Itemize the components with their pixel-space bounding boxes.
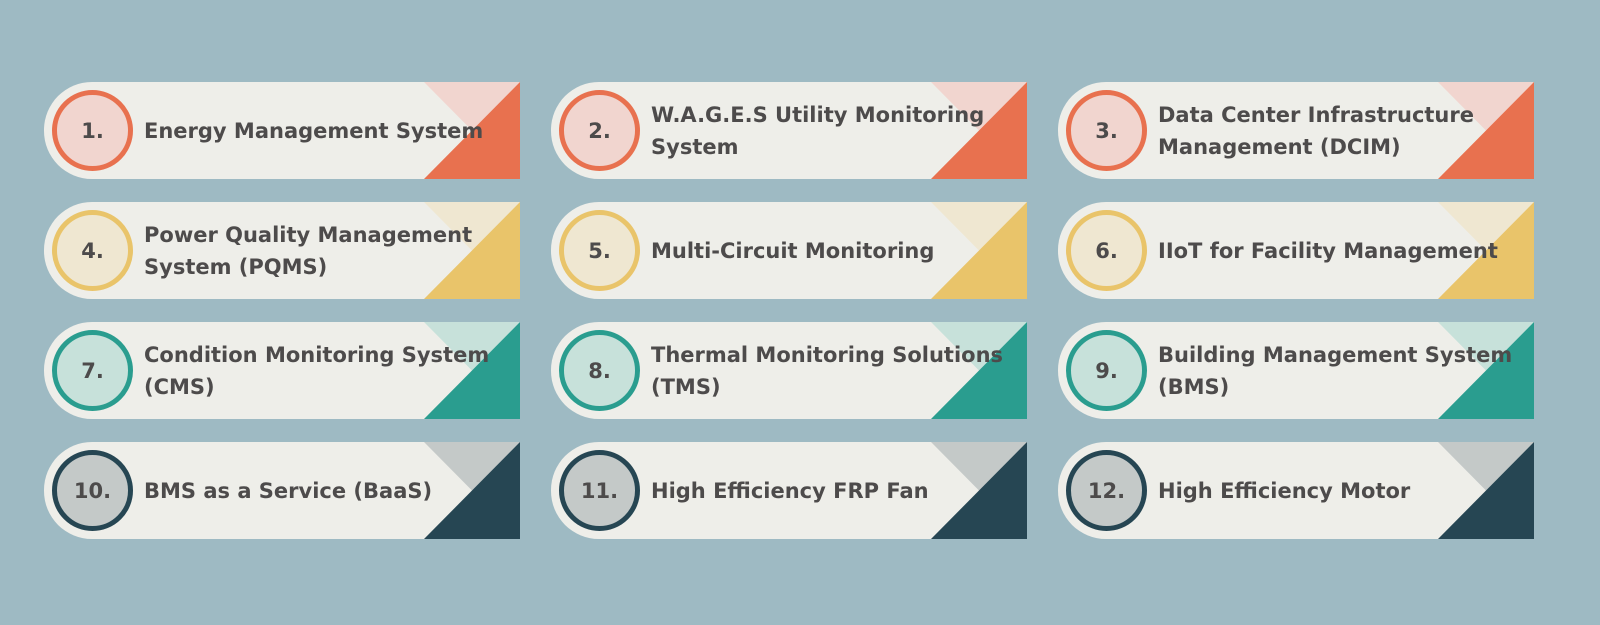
number-badge: 12.: [1066, 450, 1147, 531]
solutions-grid: 1. Energy Management System 2. W.A.G.E.S…: [44, 82, 1558, 539]
solution-card-cms: 7. Condition Monitoring System (CMS): [44, 322, 520, 419]
number-badge: 8.: [559, 330, 640, 411]
solution-card-iiot: 6. IIoT for Facility Management: [1058, 202, 1534, 299]
number-badge: 9.: [1066, 330, 1147, 411]
number-badge: 6.: [1066, 210, 1147, 291]
corner-triangle-decoration: [424, 442, 520, 539]
number-badge: 2.: [559, 90, 640, 171]
number-badge: 10.: [52, 450, 133, 531]
solution-card-baas: 10. BMS as a Service (BaaS): [44, 442, 520, 539]
solution-label: BMS as a Service (BaaS): [144, 478, 433, 503]
corner-triangle-decoration: [424, 82, 520, 179]
solution-card-wages-monitoring: 2. W.A.G.E.S Utility Monitoring System: [551, 82, 1027, 179]
solution-card-pqms: 4. Power Quality Management System (PQMS…: [44, 202, 520, 299]
solution-card-frp-fan: 11. High Efficiency FRP Fan: [551, 442, 1027, 539]
corner-triangle-decoration: [1438, 442, 1534, 539]
corner-triangle-decoration: [931, 322, 1027, 419]
solution-card-energy-management: 1. Energy Management System: [44, 82, 520, 179]
solution-card-motor: 12. High Efficiency Motor: [1058, 442, 1534, 539]
number-badge: 3.: [1066, 90, 1147, 171]
corner-triangle-decoration: [1438, 82, 1534, 179]
solution-label: Building Management System (BMS): [1158, 342, 1513, 399]
number-badge: 5.: [559, 210, 640, 291]
solution-label: Condition Monitoring System (CMS): [144, 342, 490, 399]
number-badge: 7.: [52, 330, 133, 411]
solution-label: Thermal Monitoring Solutions (TMS): [651, 342, 1004, 399]
solution-label: Energy Management System: [144, 118, 484, 143]
number-badge: 1.: [52, 90, 133, 171]
solution-label: Power Quality Management System (PQMS): [144, 222, 473, 279]
corner-triangle-decoration: [1438, 322, 1534, 419]
corner-triangle-decoration: [424, 322, 520, 419]
corner-triangle-decoration: [931, 202, 1027, 299]
solution-card-tms: 8. Thermal Monitoring Solutions (TMS): [551, 322, 1027, 419]
corner-triangle-decoration: [424, 202, 520, 299]
solution-label: W.A.G.E.S Utility Monitoring System: [651, 102, 985, 159]
solution-card-bms: 9. Building Management System (BMS): [1058, 322, 1534, 419]
solution-card-dcim: 3. Data Center Infrastructure Management…: [1058, 82, 1534, 179]
number-badge: 11.: [559, 450, 640, 531]
corner-triangle-decoration: [1438, 202, 1534, 299]
solution-card-multi-circuit: 5. Multi-Circuit Monitoring: [551, 202, 1027, 299]
solution-label: IIoT for Facility Management: [1158, 238, 1498, 263]
corner-triangle-decoration: [931, 82, 1027, 179]
solution-label: Multi-Circuit Monitoring: [651, 238, 935, 263]
number-badge: 4.: [52, 210, 133, 291]
solution-label: Data Center Infrastructure Management (D…: [1158, 102, 1474, 159]
corner-triangle-decoration: [931, 442, 1027, 539]
solution-label: High Efficiency FRP Fan: [651, 478, 929, 503]
solution-label: High Efficiency Motor: [1158, 478, 1411, 503]
